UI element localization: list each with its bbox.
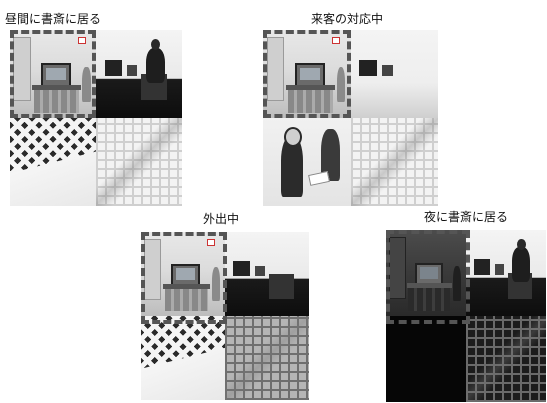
printer <box>494 264 505 275</box>
chair <box>268 274 294 300</box>
plant <box>453 266 462 301</box>
caption-away: 外出中 <box>202 212 240 226</box>
camera-view-study <box>10 30 96 118</box>
monitor <box>414 262 443 286</box>
camera-view-visitor <box>263 118 351 206</box>
camera-view-office-empty <box>350 30 438 118</box>
plant <box>211 267 220 301</box>
caption-night-study: 夜に書斎に居る <box>423 210 509 224</box>
printer <box>255 265 266 276</box>
camera-view-grid <box>350 118 438 206</box>
printer <box>382 65 393 76</box>
desk <box>285 84 335 90</box>
monitor <box>294 63 325 87</box>
sign <box>207 238 215 246</box>
document <box>307 170 329 186</box>
camera-view-grid <box>466 316 546 402</box>
desk <box>406 283 452 289</box>
computer <box>104 59 122 76</box>
plant <box>336 66 346 103</box>
desk <box>162 284 210 290</box>
camera-view-office <box>96 30 182 118</box>
panel-daytime-study <box>10 30 182 206</box>
camera-view-study <box>141 232 225 316</box>
camera-view-lattice <box>10 118 96 206</box>
computer <box>233 260 251 276</box>
plant <box>82 66 91 103</box>
caption-visitor: 来客の対応中 <box>310 12 384 26</box>
monitor <box>171 263 201 287</box>
person-head <box>517 238 526 250</box>
caption-daytime-study: 昼間に書斎に居る <box>4 12 102 26</box>
shelf <box>34 89 79 113</box>
camera-view-grid <box>225 316 309 400</box>
floor-light <box>141 347 225 400</box>
monitor <box>40 63 71 87</box>
person-head <box>151 38 161 51</box>
panel-visitor <box>263 30 438 206</box>
door <box>144 238 162 300</box>
camera-view-office <box>466 230 546 316</box>
printer <box>126 65 138 76</box>
camera-view-office-empty <box>225 232 309 316</box>
camera-view-grid <box>96 118 182 206</box>
sign <box>331 37 340 45</box>
door <box>13 37 31 101</box>
shelf <box>287 89 333 113</box>
computer <box>359 59 377 76</box>
computer <box>474 259 490 275</box>
sign <box>77 37 86 45</box>
panel-away <box>141 232 309 400</box>
camera-view-dark <box>386 316 466 402</box>
visitor-face <box>284 126 302 147</box>
desk <box>32 84 81 90</box>
camera-view-study <box>386 230 466 316</box>
person <box>512 247 530 282</box>
panel-night-study <box>386 230 546 402</box>
shelf <box>164 289 209 311</box>
floor-light <box>10 151 96 206</box>
camera-view-lattice <box>141 316 225 400</box>
door <box>266 37 285 101</box>
host-person <box>320 128 340 182</box>
door <box>389 236 406 300</box>
shelf <box>408 288 450 311</box>
visitor-person <box>280 135 304 198</box>
camera-view-study <box>263 30 351 118</box>
person <box>145 47 165 83</box>
